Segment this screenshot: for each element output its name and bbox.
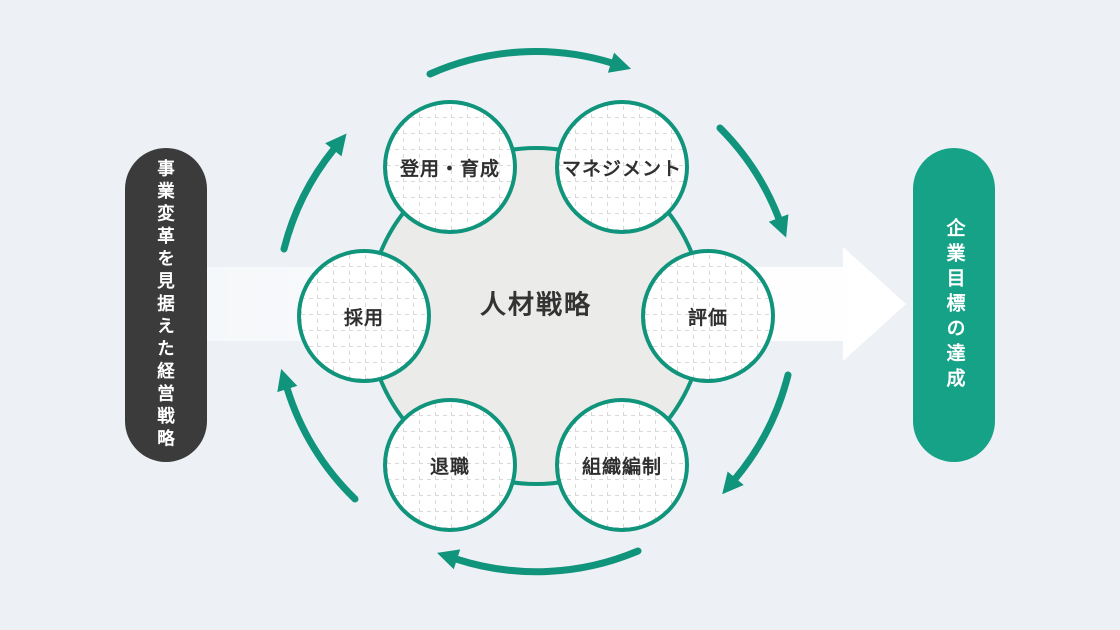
node-label-management: マネジメント — [561, 158, 682, 180]
node-label-recruitment: 採用 — [343, 307, 384, 329]
cycle-arrow-top-right — [716, 124, 789, 238]
business-strategy-label: 事業変革を見据えた経営戦略 — [155, 158, 176, 452]
node-label-evaluation: 評価 — [687, 307, 728, 329]
cycle-arrow-bottom-right — [722, 371, 792, 495]
node-label-retirement: 退職 — [429, 456, 470, 478]
cycle-node-management: マネジメント — [555, 100, 689, 234]
corporate-goal-pill: 企業目標の達成 — [913, 148, 995, 462]
corporate-goal-label: 企業目標の達成 — [943, 217, 965, 393]
cycle-node-organization: 組織編制 — [555, 398, 689, 532]
hr-strategy-label: 人材戦略 — [479, 289, 593, 320]
cycle-arrow-top-left — [280, 133, 347, 253]
cycle-arrow-bottom — [437, 547, 642, 576]
cycle-arrow-bottom-left — [277, 368, 359, 503]
cycle-node-recruitment: 採用 — [297, 249, 431, 383]
cycle-node-evaluation: 評価 — [641, 249, 775, 383]
cycle-node-promotion-development: 登用・育成 — [383, 100, 517, 234]
business-strategy-pill: 事業変革を見据えた経営戦略 — [125, 148, 207, 462]
node-label-organization: 組織編制 — [581, 456, 662, 478]
cycle-node-retirement: 退職 — [383, 398, 517, 532]
node-label-promotion-development: 登用・育成 — [399, 158, 500, 180]
cycle-arrow-top — [426, 48, 632, 78]
